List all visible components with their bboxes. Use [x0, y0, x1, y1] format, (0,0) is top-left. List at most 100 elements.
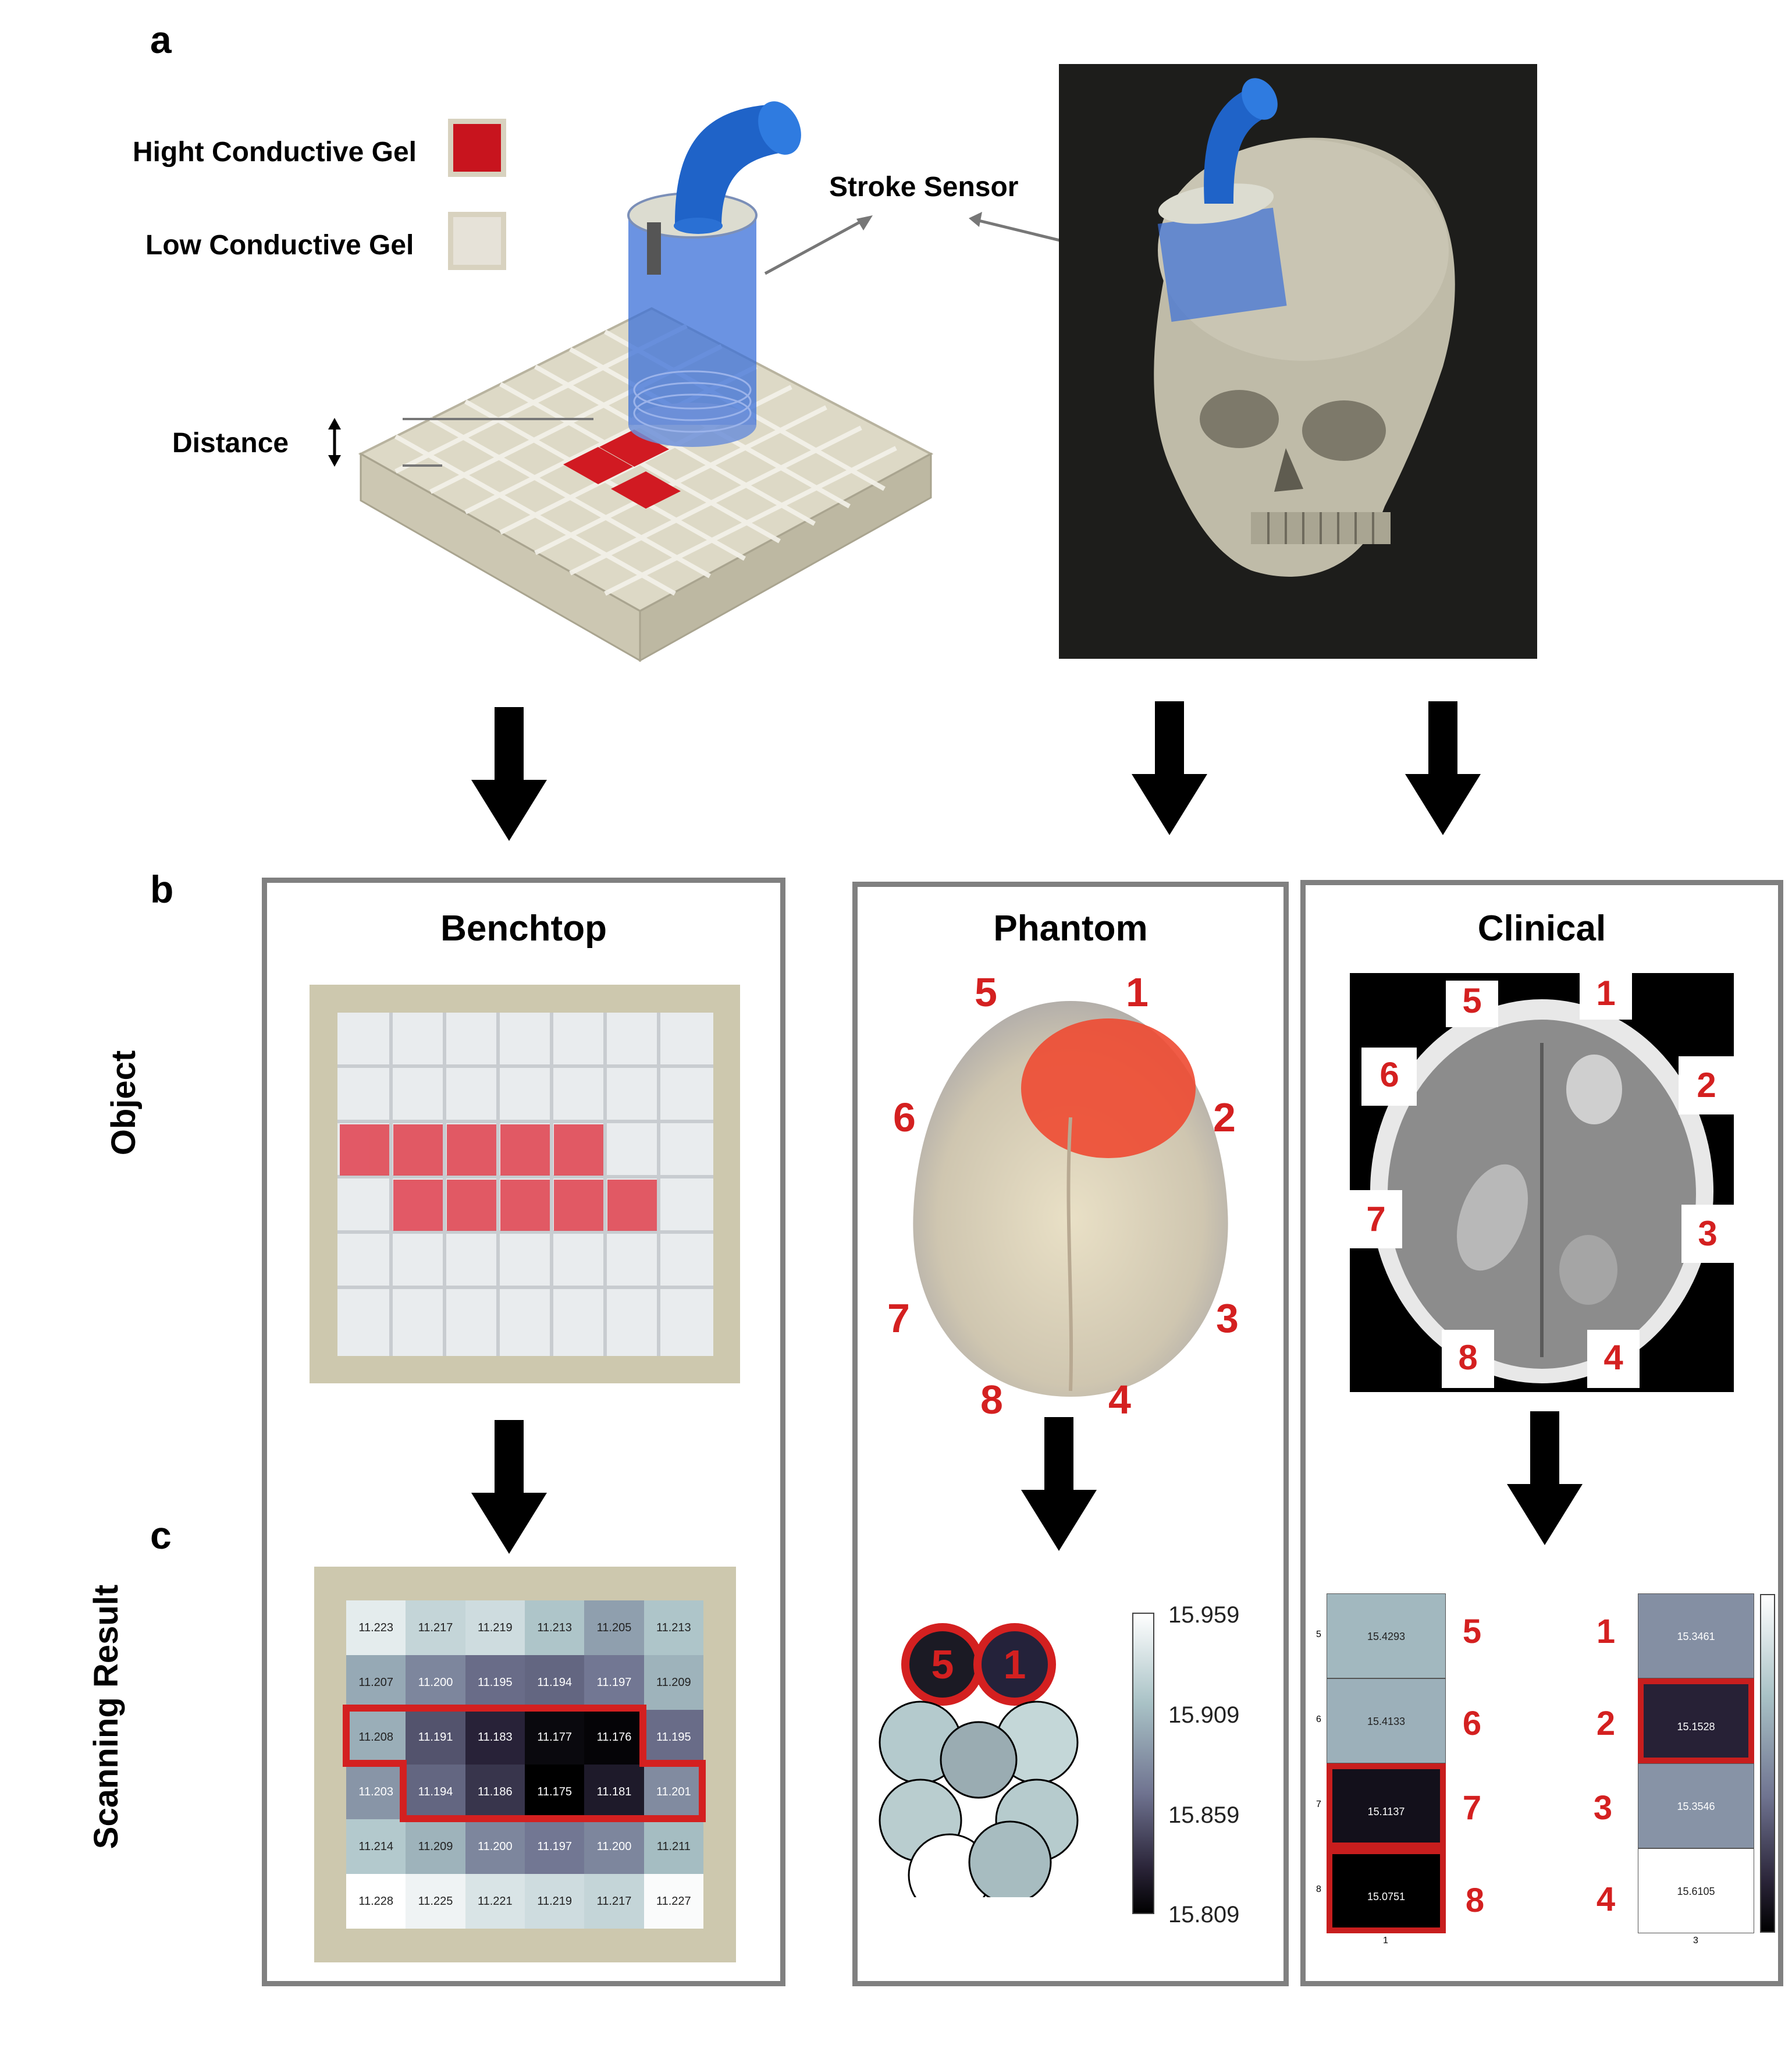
panel-letter-b: b [150, 868, 174, 911]
legend-low-swatch [448, 212, 506, 270]
clinical-right-label-3: 3 [1593, 1789, 1613, 1827]
benchtop-cell: 11.209 [643, 1655, 703, 1710]
benchtop-cell: 11.195 [465, 1655, 525, 1710]
clinical-electrode-1: 1 [1596, 974, 1616, 1013]
phantom-circle-label-1: 1 [1003, 1642, 1026, 1687]
benchtop-highlight-outline [343, 1705, 706, 1822]
benchtop-cell: 11.228 [346, 1874, 406, 1929]
benchtop-cell: 11.186 [465, 1765, 525, 1819]
clinical-right-label-1: 1 [1596, 1613, 1616, 1650]
clinical-electrode-4: 4 [1603, 1338, 1623, 1377]
phantom-colorbar [1132, 1613, 1154, 1914]
benchtop-cell: 11.213 [525, 1600, 585, 1655]
clinical-colorbar [1760, 1594, 1775, 1933]
ct-label-bg-1 [1580, 973, 1632, 1020]
phantom-electrode-3: 3 [1216, 1295, 1239, 1341]
clinical-left-cell: 15.1137 [1327, 1763, 1446, 1848]
phantom-electrode-5: 5 [975, 970, 997, 1015]
benchtop-cell: 11.197 [525, 1819, 585, 1874]
benchtop-cell: 11.209 [406, 1819, 465, 1874]
benchtop-cell: 11.194 [525, 1655, 585, 1710]
benchtop-cell: 11.217 [406, 1600, 465, 1655]
phantom-circle-4 [968, 1820, 1052, 1897]
benchtop-cell: 11.219 [525, 1874, 585, 1929]
gel-grid-photo [337, 1013, 713, 1356]
ct-label-bg-7 [1350, 1190, 1402, 1248]
benchtop-cell: 11.221 [465, 1874, 525, 1929]
arrow-down-phantom-2 [1021, 1417, 1097, 1551]
arrow-down-clinical-2 [1507, 1411, 1583, 1545]
phantom-electrode-4: 4 [1108, 1377, 1131, 1422]
benchtop-cell: 11.175 [525, 1765, 585, 1819]
clinical-electrode-5: 5 [1462, 981, 1482, 1020]
phantom-circle-label-5: 5 [931, 1642, 954, 1687]
arrow-down-benchtop [471, 707, 547, 841]
phantom-electrode-7: 7 [887, 1295, 910, 1341]
legend-low-label: Low Conductive Gel [145, 230, 414, 261]
ct-label-bg-4 [1587, 1330, 1640, 1388]
benchtop-setup-illustration [328, 101, 934, 662]
ct-label-bg-3 [1681, 1205, 1734, 1263]
clinical-right-cell: 15.1528 [1638, 1678, 1754, 1763]
clinical-left-label-7: 7 [1462, 1789, 1482, 1827]
arrow-down-clinical [1405, 701, 1481, 835]
ct-label-bg-8 [1442, 1330, 1494, 1388]
clinical-electrode-3: 3 [1698, 1214, 1718, 1253]
benchtop-cell: 11.219 [465, 1600, 525, 1655]
clinical-left-ytick-7: 7 [1316, 1799, 1321, 1809]
benchtop-cell: 11.214 [346, 1819, 406, 1874]
benchtop-cell: 11.200 [584, 1819, 644, 1874]
benchtop-cell: 11.208 [346, 1710, 406, 1765]
benchtop-cell: 11.225 [406, 1874, 465, 1929]
arrow-down-phantom [1132, 701, 1207, 835]
benchtop-cell: 11.205 [584, 1600, 644, 1655]
benchtop-cell: 11.200 [406, 1655, 465, 1710]
clinical-electrode-7: 7 [1366, 1199, 1386, 1238]
phantom-colorbar-tick-2: 15.909 [1168, 1702, 1240, 1728]
benchtop-cell: 11.195 [643, 1710, 703, 1765]
clinical-electrode-2: 2 [1697, 1066, 1716, 1105]
benchtop-cell: 11.213 [643, 1600, 703, 1655]
clinical-left-xtick: 1 [1383, 1936, 1388, 1946]
benchtop-cell: 11.194 [406, 1765, 465, 1819]
benchtop-object-photo [310, 985, 740, 1383]
phantom-electrode-1: 1 [1126, 970, 1149, 1015]
ct-label-bg-2 [1679, 1056, 1734, 1114]
clinical-left-ytick-5: 5 [1316, 1630, 1321, 1639]
clinical-left-label-8: 8 [1465, 1882, 1485, 1919]
phantom-circle-1 [973, 1623, 1056, 1706]
benchtop-cell: 11.223 [346, 1600, 406, 1655]
clinical-title: Clinical [1477, 908, 1606, 949]
clinical-ct-scan [1350, 973, 1734, 1392]
ct-label-bg-6 [1361, 1048, 1417, 1106]
arrow-down-benchtop-2 [471, 1420, 547, 1554]
benchtop-cell: 11.191 [406, 1710, 465, 1765]
clinical-right-label-4: 4 [1596, 1880, 1616, 1918]
phantom-head-photo [913, 1001, 1228, 1397]
clinical-left-label-6: 6 [1462, 1705, 1482, 1742]
benchtop-cell: 11.201 [643, 1765, 703, 1819]
phantom-colorbar-tick-4: 15.809 [1168, 1902, 1240, 1927]
benchtop-cell: 11.181 [584, 1765, 644, 1819]
benchtop-title: Benchtop [440, 908, 607, 949]
benchtop-cell: 11.203 [346, 1765, 406, 1819]
panel-letter-c: c [150, 1514, 172, 1557]
distance-label: Distance [172, 428, 289, 459]
phantom-colorbar-tick-3: 15.859 [1168, 1802, 1240, 1828]
legend-high-label: Hight Conductive Gel [133, 137, 417, 168]
row-label-object: Object [105, 1050, 143, 1156]
stroke-sensor-label: Stroke Sensor [829, 172, 1019, 203]
phantom-electrode-8: 8 [980, 1377, 1003, 1422]
clinical-left-ytick-6: 6 [1316, 1714, 1321, 1724]
benchtop-cell: 11.176 [584, 1710, 644, 1765]
benchtop-cell: 11.207 [346, 1655, 406, 1710]
row-label-scanning-result: Scanning Result [87, 1584, 125, 1849]
benchtop-cell: 11.217 [584, 1874, 644, 1929]
clinical-left-label-5: 5 [1462, 1613, 1482, 1650]
clinical-right-cell: 15.3461 [1638, 1593, 1754, 1678]
benchtop-cell: 11.211 [643, 1819, 703, 1874]
phantom-circle-center [940, 1721, 1018, 1799]
clinical-left-cell: 15.0751 [1327, 1848, 1446, 1933]
